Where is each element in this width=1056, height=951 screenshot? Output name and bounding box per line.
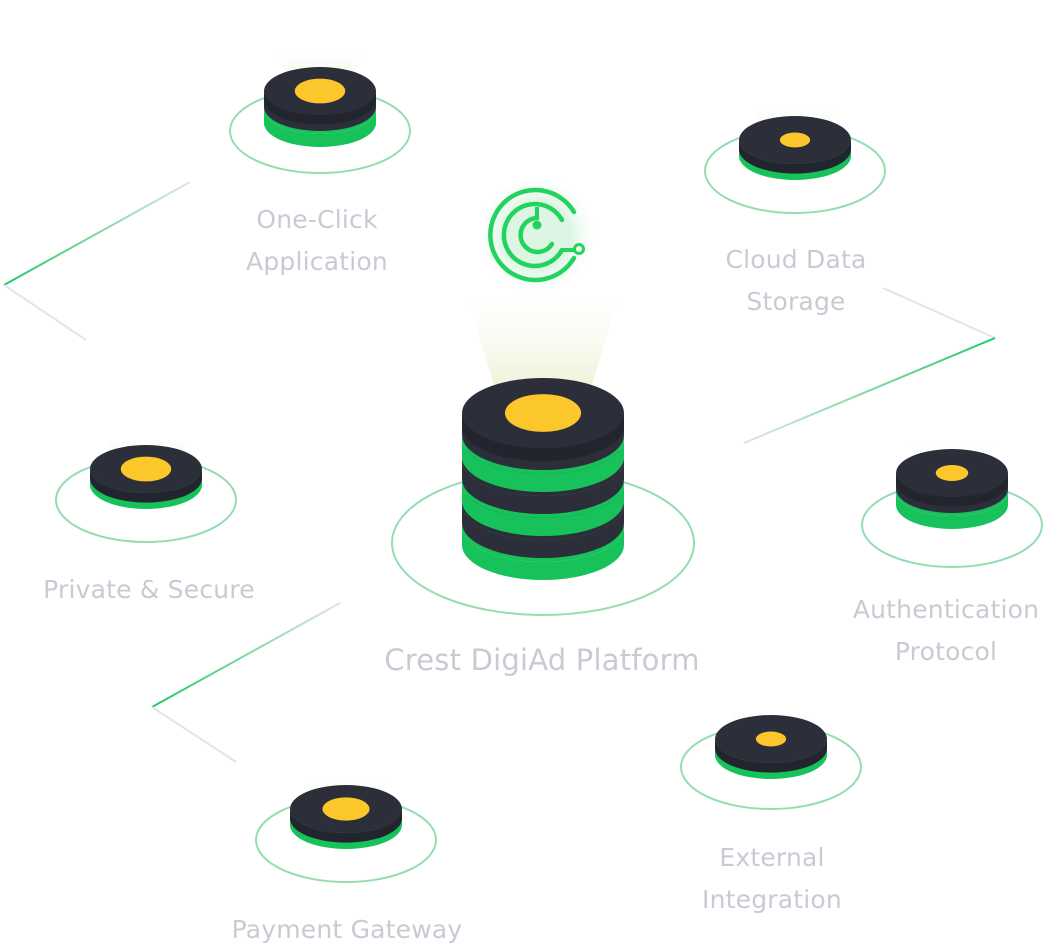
feature-node-one-click bbox=[229, 53, 411, 174]
core-light bbox=[120, 456, 172, 482]
stack-cap-side bbox=[896, 473, 1008, 507]
feature-label-external: External Integration bbox=[652, 837, 892, 921]
stack-cap-side bbox=[715, 739, 827, 773]
feature-label-line: Payment Gateway bbox=[231, 915, 463, 944]
feature-label-line: Integration bbox=[702, 885, 842, 914]
feature-label-one-click: One-Click Application bbox=[197, 199, 437, 283]
core-light bbox=[779, 132, 811, 148]
feature-label-auth: Authentication Protocol bbox=[836, 589, 1056, 673]
stack-layer bbox=[462, 417, 624, 470]
stack-layer bbox=[462, 527, 624, 580]
core-light bbox=[294, 78, 346, 104]
stack-layer bbox=[462, 505, 624, 558]
stack-cap-side bbox=[90, 469, 202, 503]
feature-label-line: Protocol bbox=[894, 637, 998, 666]
feature-label-line: Cloud Data bbox=[725, 245, 867, 274]
core-light bbox=[755, 731, 787, 747]
feature-node-external bbox=[680, 711, 862, 810]
stack-layer bbox=[715, 742, 827, 779]
feature-label-payment: Payment Gateway bbox=[197, 909, 497, 951]
stack-layer bbox=[90, 472, 202, 509]
feature-label-line: One-Click bbox=[256, 205, 378, 234]
core-light bbox=[322, 797, 370, 821]
feature-node-payment bbox=[255, 779, 437, 883]
feature-node-cloud bbox=[704, 110, 886, 214]
stack-layer bbox=[896, 476, 1008, 513]
stack-cap-side bbox=[739, 140, 851, 174]
feature-label-line: Authentication bbox=[852, 595, 1040, 624]
feature-label-line: Storage bbox=[746, 287, 846, 316]
core-light bbox=[504, 394, 582, 432]
feature-label-private: Private & Secure bbox=[19, 569, 279, 611]
feature-node-auth bbox=[861, 443, 1043, 568]
stack-layer bbox=[896, 492, 1008, 529]
stack-cap-side bbox=[462, 413, 624, 462]
feature-label-line: External bbox=[719, 843, 825, 872]
connector-private-payment bbox=[151, 602, 341, 763]
stack-layer bbox=[462, 461, 624, 514]
stack-layer bbox=[462, 439, 624, 492]
stack-layer bbox=[290, 812, 402, 849]
platform-title-text: Crest DigiAd Platform bbox=[384, 643, 700, 677]
platform-node-stack bbox=[391, 293, 695, 616]
stack-layer bbox=[739, 143, 851, 180]
connector-one-click-private bbox=[3, 181, 191, 341]
crest-logo-icon bbox=[475, 173, 599, 297]
stack-layer bbox=[264, 110, 376, 147]
platform-title: Crest DigiAd Platform bbox=[352, 639, 732, 681]
connector-cloud-auth bbox=[743, 287, 996, 444]
feature-label-line: Private & Secure bbox=[43, 575, 255, 604]
stack-layer bbox=[264, 94, 376, 131]
core-light bbox=[935, 464, 969, 482]
stack-layer bbox=[462, 483, 624, 536]
stack-cap-side bbox=[264, 91, 376, 125]
stack-cap-side bbox=[290, 809, 402, 843]
feature-label-line: Application bbox=[246, 247, 388, 276]
feature-label-cloud: Cloud Data Storage bbox=[676, 239, 916, 323]
feature-node-private bbox=[55, 439, 237, 543]
